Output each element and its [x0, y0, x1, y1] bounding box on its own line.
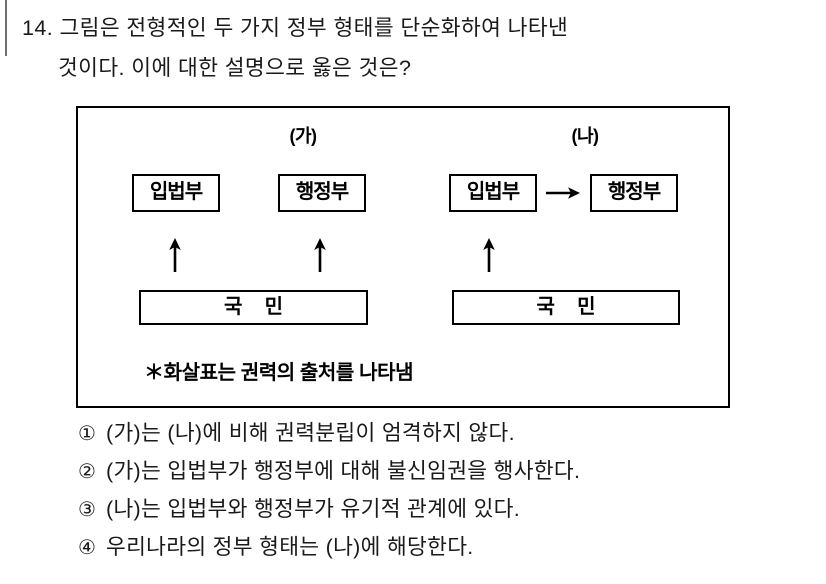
choice-marker-3: ③ — [78, 499, 96, 521]
box-na-people: 국 민 — [452, 290, 680, 325]
box-na-legislature: 입법부 — [449, 174, 537, 212]
diagram-note: ＊화살표는 권력의 출처를 나타냄 — [144, 362, 414, 384]
choice-text-2: (가)는 입법부가 행정부에 대해 불신임권을 행사한다. — [106, 459, 581, 483]
arrow-right-icon — [546, 187, 580, 199]
answer-choices: ① (가)는 (나)에 비해 권력분립이 엄격하지 않다. ② (가)는 입법부… — [78, 414, 808, 566]
box-ga-people: 국 민 — [139, 290, 368, 325]
box-ga-legislature: 입법부 — [132, 174, 220, 212]
box-na-executive: 행정부 — [590, 174, 678, 212]
choice-3[interactable]: ③ (나)는 입법부와 행정부가 유기적 관계에 있다. — [78, 490, 808, 528]
choice-1[interactable]: ① (가)는 (나)에 비해 권력분립이 엄격하지 않다. — [78, 414, 808, 452]
question-stem-line-1: 14. 그림은 전형적인 두 가지 정부 형태를 단순화하여 나타낸 — [22, 16, 569, 40]
panel-label-na: (나) — [571, 126, 599, 146]
choice-text-3: (나)는 입법부와 행정부가 유기적 관계에 있다. — [106, 497, 521, 521]
choice-text-1: (가)는 (나)에 비해 권력분립이 엄격하지 않다. — [106, 421, 515, 445]
choice-4[interactable]: ④ 우리나라의 정부 형태는 (나)에 해당한다. — [78, 528, 808, 566]
panel-label-ga: (가) — [289, 126, 317, 146]
choice-marker-1: ① — [78, 423, 96, 445]
choice-marker-4: ④ — [78, 537, 96, 559]
question-stem-line-2: 것이다. 이에 대한 설명으로 옳은 것은? — [58, 56, 412, 80]
question-stem: 14. 그림은 전형적인 두 가지 정부 형태를 단순화하여 나타낸 것이다. … — [22, 8, 812, 88]
choice-2[interactable]: ② (가)는 입법부가 행정부에 대해 불신임권을 행사한다. — [78, 452, 808, 490]
arrow-up-icon — [169, 238, 181, 272]
choice-marker-2: ② — [78, 461, 96, 483]
left-margin-rule — [5, 0, 7, 56]
arrow-up-icon — [483, 238, 495, 272]
arrow-up-icon — [314, 238, 326, 272]
diagram-frame: (가) (나) 입법부 행정부 국 민 입법부 행정부 국 민 ＊화살표는 권력… — [76, 106, 730, 408]
choice-text-4: 우리나라의 정부 형태는 (나)에 해당한다. — [106, 535, 474, 559]
box-ga-executive: 행정부 — [278, 174, 366, 212]
